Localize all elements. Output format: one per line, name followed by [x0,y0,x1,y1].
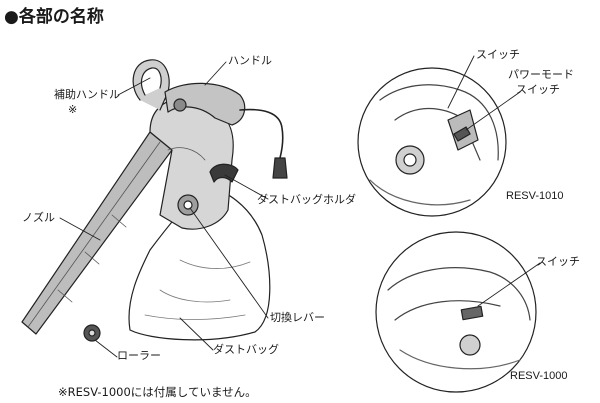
motor-body [149,99,234,230]
dust-bag-holder-shape [209,163,239,183]
label-aux-handle-mark: ※ [68,103,78,116]
label-switch-1000: スイッチ [536,255,580,268]
label-power-mode-line1: パワーモード [508,68,574,81]
model-label-1010: RESV-1010 [506,190,564,202]
power-cord [239,108,284,159]
label-switch-lever: 切換レバー [270,311,325,324]
label-handle: ハンドル [228,54,272,67]
detail-circle-1010 [357,67,507,217]
page-title: ●各部の名称 [4,7,104,27]
label-dust-bag-holder: ダストバッグホルダ [257,193,356,206]
label-dust-bag: ダストバッグ [213,343,279,356]
label-power-mode-line2: スイッチ [516,83,560,96]
footnote: ※RESV-1000には付属していません。 [58,385,257,399]
main-handle-shape [164,82,246,126]
model-label-1000: RESV-1000 [510,370,568,382]
label-switch-1010: スイッチ [476,48,520,61]
label-nozzle: ノズル [22,211,55,224]
detail-circle-1000 [375,231,537,393]
label-aux-handle: 補助ハンドル [54,88,120,101]
label-roller: ローラー [117,349,161,362]
